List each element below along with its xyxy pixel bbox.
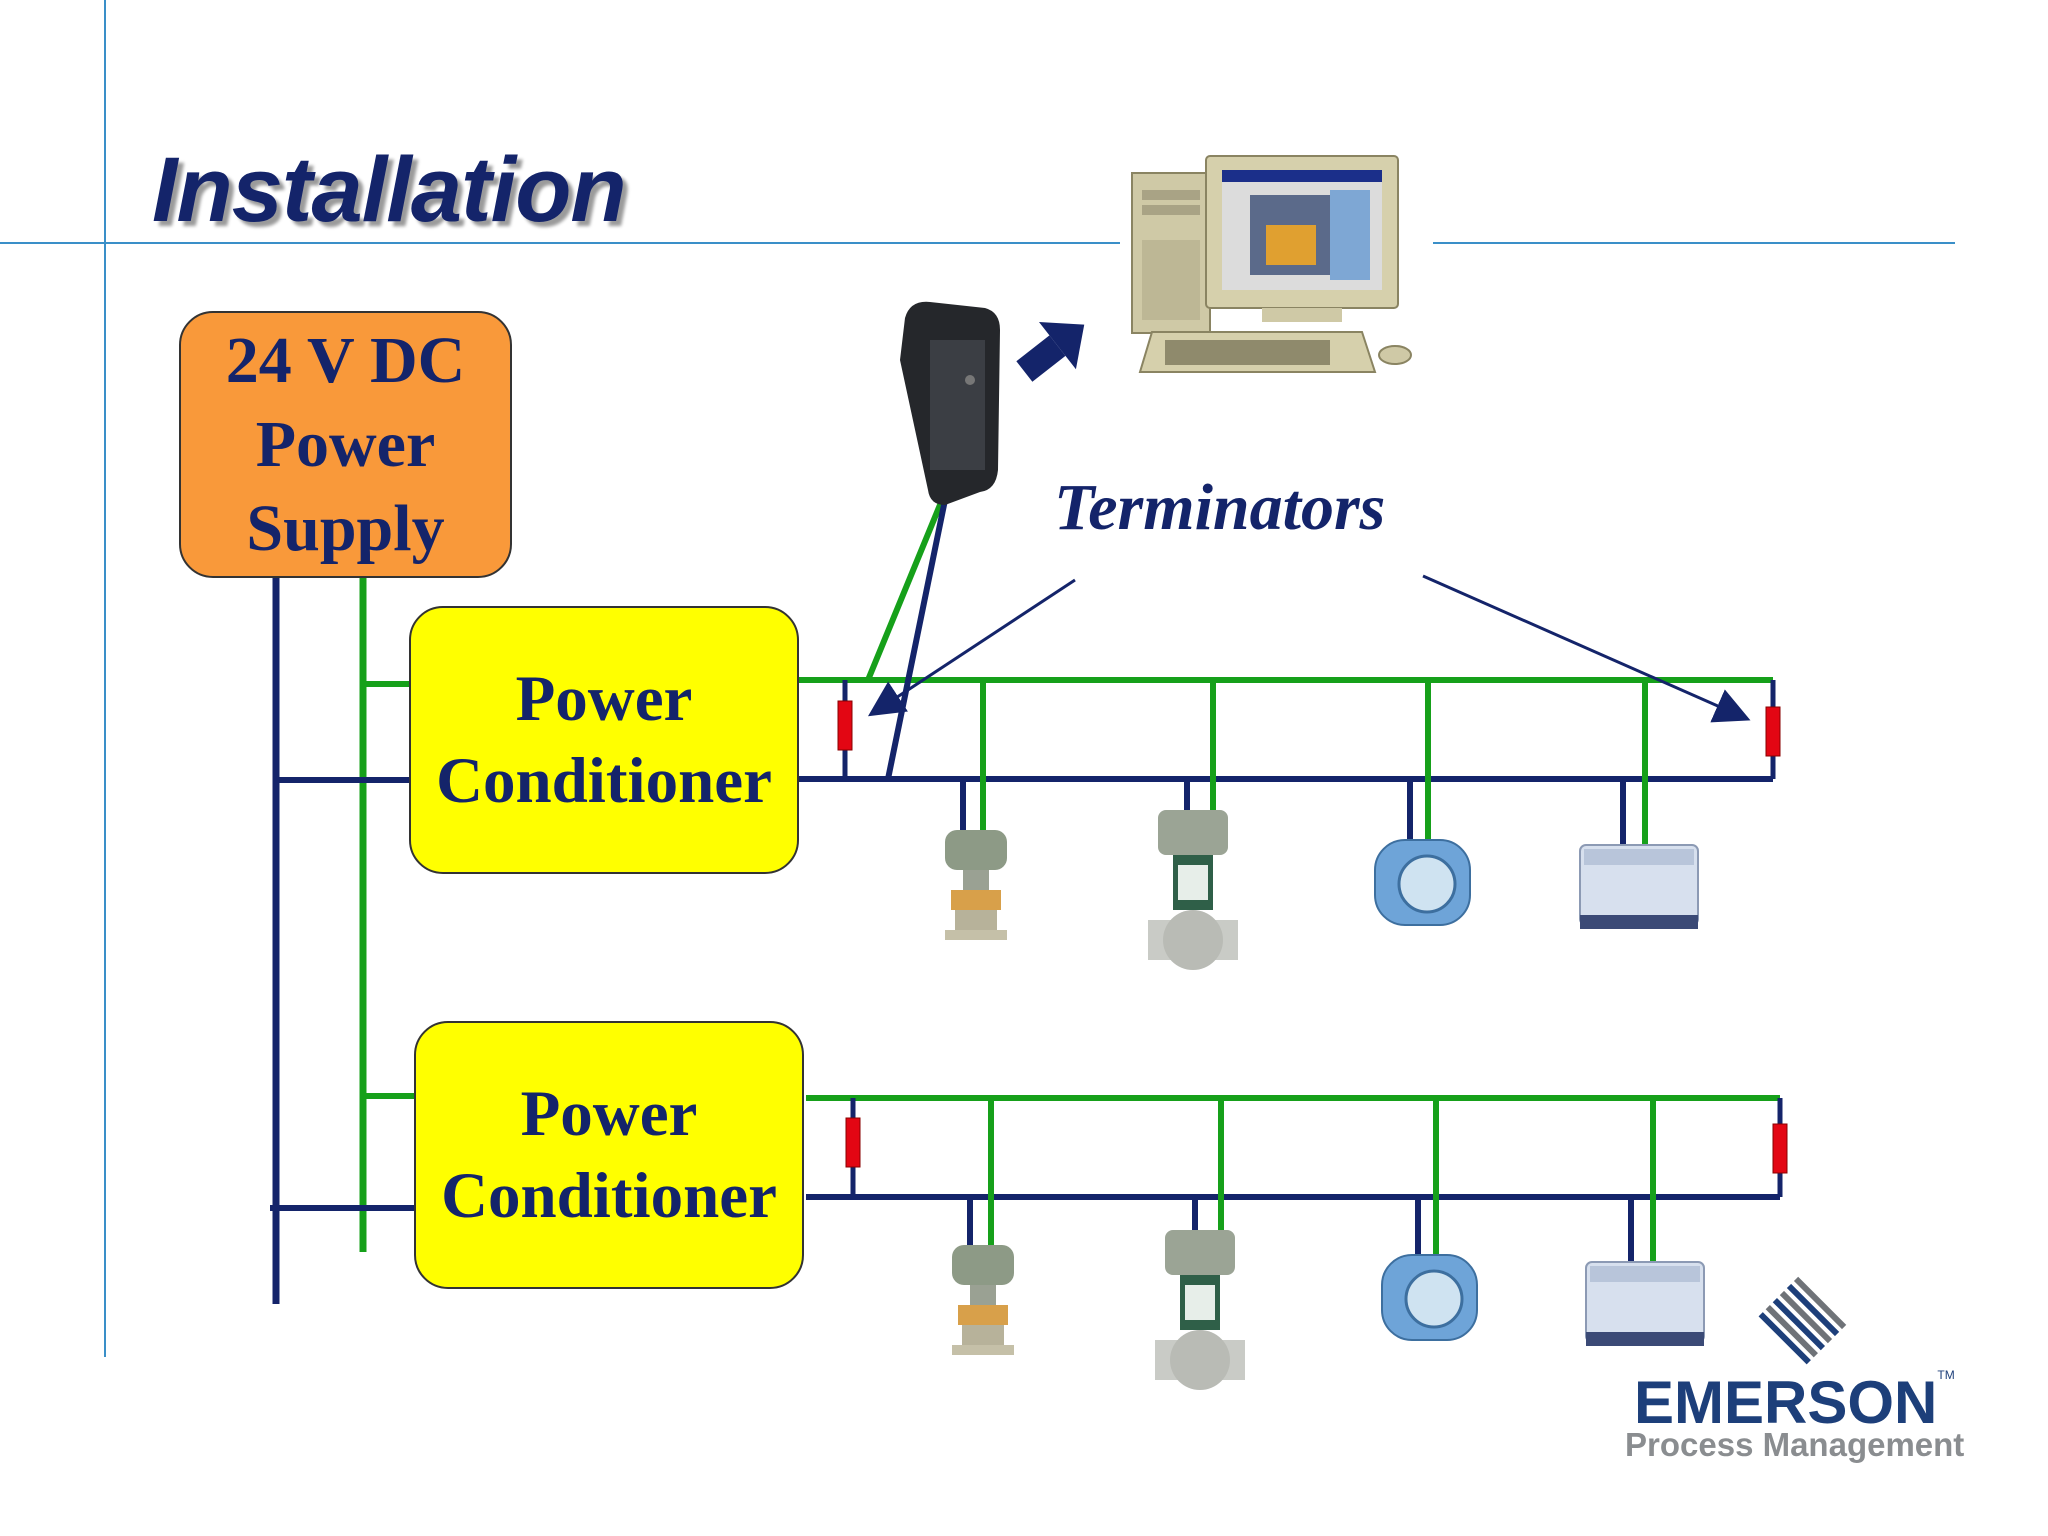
terminator-arrow-right	[1422, 574, 1751, 723]
io-block-icon	[1579, 844, 1699, 929]
segment2-right-terminator	[1772, 1123, 1788, 1174]
power-conditioner-line-1: Power	[520, 1078, 698, 1150]
temperature-transmitter-icon	[1381, 1254, 1478, 1341]
module-blue-drop	[885, 499, 948, 780]
power-conditioner-line-1: Power	[515, 663, 693, 735]
emerson-logo-subtitle: Process Management	[1625, 1426, 1965, 1463]
segment1-left-terminator	[837, 700, 853, 751]
terminators-label: Terminators	[1054, 471, 1386, 544]
slide-title: Installation	[152, 139, 627, 241]
io-block-icon	[1585, 1261, 1705, 1346]
segment2-left-terminator	[845, 1117, 861, 1168]
power-supply-line-2: Power	[255, 407, 436, 481]
logo-tm: TM	[1937, 1368, 1955, 1382]
data-flow-arrow-icon	[1016, 321, 1085, 382]
host-computer-icon	[1131, 155, 1412, 373]
segment1-right-terminator	[1765, 706, 1781, 757]
power-conditioner-box: Power Conditioner	[414, 1021, 804, 1289]
power-supply-line-3: Supply	[246, 491, 445, 565]
power-supply-box: 24 V DC Power Supply	[179, 311, 512, 578]
power-conditioner-line-2: Conditioner	[436, 745, 772, 817]
module-green-drop	[865, 498, 945, 682]
power-conditioner-line-2: Conditioner	[441, 1160, 777, 1232]
emerson-logo-text: EMERSONTM	[1634, 1368, 1955, 1437]
power-conditioner-box: Power Conditioner	[409, 606, 799, 874]
temperature-transmitter-icon	[1374, 839, 1471, 926]
terminator-arrow-left	[867, 578, 1076, 717]
power-supply-line-1: 24 V DC	[225, 323, 466, 397]
pressure-transmitter-icon	[952, 1245, 1014, 1355]
control-valve-icon	[1148, 810, 1238, 970]
interface-module-icon	[900, 301, 1000, 505]
control-valve-icon	[1155, 1230, 1245, 1390]
pressure-transmitter-icon	[945, 830, 1007, 940]
emerson-logo-icon	[1752, 1273, 1850, 1371]
logo-name: EMERSON	[1634, 1369, 1938, 1436]
